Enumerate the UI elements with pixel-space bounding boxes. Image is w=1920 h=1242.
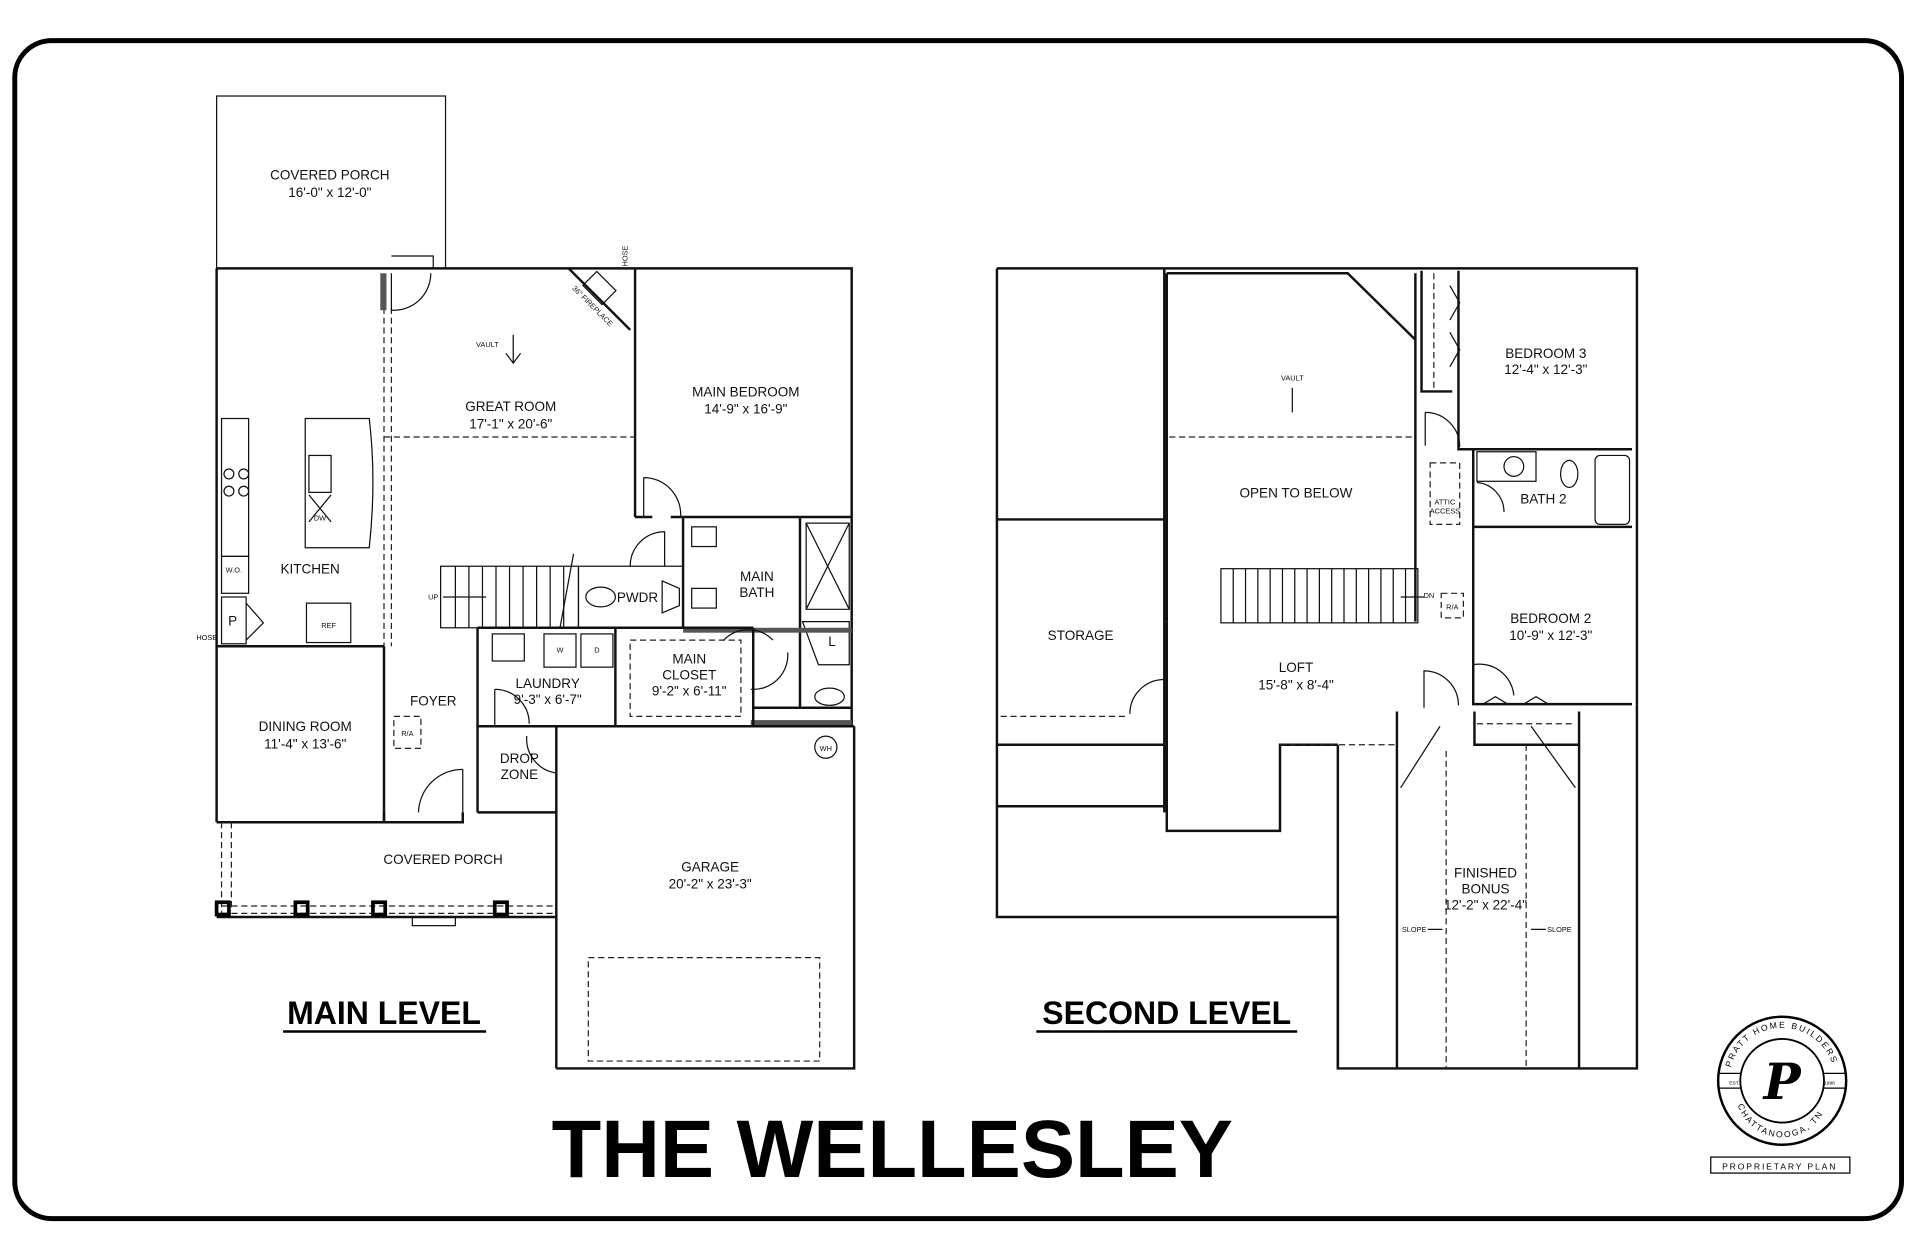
- plan-title: THE WELLESLEY: [552, 1104, 1233, 1195]
- room-size: 20'-2" x 23'-3": [669, 877, 752, 892]
- proprietary-plan-badge: PROPRIETARY PLAN: [1722, 1161, 1837, 1171]
- room-name: BONUS: [1462, 882, 1510, 897]
- main-level-heading: MAIN LEVEL: [287, 995, 481, 1031]
- second-level-heading: SECOND LEVEL: [1042, 995, 1291, 1031]
- room-size: 17'-1" x 20'-6": [469, 416, 552, 431]
- pantry-note: P: [228, 613, 237, 628]
- up-note: UP: [428, 592, 438, 601]
- logo-est: EST.: [1729, 1080, 1739, 1086]
- room-name: OPEN TO BELOW: [1240, 485, 1353, 500]
- room-size: 11'-4" x 13'-6": [264, 736, 346, 751]
- room-name: BEDROOM 3: [1505, 346, 1586, 361]
- room-name: STORAGE: [1048, 628, 1114, 643]
- porch-post: [371, 900, 388, 917]
- attic-note: ACCESS: [1430, 506, 1460, 515]
- room-name: DROP: [500, 751, 539, 766]
- logo-year: 1998: [1824, 1080, 1835, 1086]
- water-heater-note: WH: [820, 744, 832, 753]
- vault-note: VAULT: [476, 340, 499, 349]
- room-name: BATH 2: [1520, 491, 1566, 506]
- room-name: MAIN: [672, 651, 706, 666]
- room-name: MAIN: [740, 569, 774, 584]
- wo-note: W.O.: [226, 565, 242, 574]
- attic-note: ATTIC: [1435, 498, 1456, 507]
- room-name: LOFT: [1279, 660, 1314, 675]
- porch-post: [214, 900, 231, 917]
- ra-note: R/A: [401, 729, 413, 738]
- slope-note: SLOPE: [1402, 925, 1427, 934]
- builder-logo: PRATT HOME BUILDERS CHATTANOOGA, TN EST.…: [1710, 1015, 1851, 1174]
- linen-note: L: [828, 634, 836, 649]
- room-name: COVERED PORCH: [270, 168, 389, 183]
- room-size: 16'-0" x 12'-0": [288, 185, 371, 200]
- room-name: GARAGE: [681, 859, 739, 874]
- dryer-note: D: [594, 645, 599, 654]
- room-name: LAUNDRY: [516, 676, 580, 691]
- room-size: 12'-4" x 12'-3": [1504, 362, 1587, 377]
- hose-note: HOSE: [621, 246, 630, 267]
- porch-post: [293, 900, 310, 917]
- room-name: COVERED PORCH: [383, 852, 502, 867]
- room-size: 14'-9" x 16'-9": [704, 402, 787, 417]
- room-name: FINISHED: [1454, 866, 1517, 881]
- room-size: 10'-9" x 12'-3": [1509, 628, 1592, 643]
- dw-note: DW: [314, 514, 326, 523]
- porch-post: [492, 900, 509, 917]
- room-size: 9'-2" x 6'-11": [652, 683, 727, 698]
- second-level-labels: OPEN TO BELOW BEDROOM 3 12'-4" x 12'-3" …: [1036, 346, 1593, 1033]
- fireplace-note: 36" FIREPLACE: [570, 284, 614, 329]
- room-size: 12'-2" x 22'-4": [1444, 898, 1527, 913]
- hose-note: HOSE: [196, 633, 217, 642]
- sheet-border: [12, 38, 1904, 1222]
- room-name: GREAT ROOM: [465, 399, 556, 414]
- vault-note: VAULT: [1281, 373, 1304, 382]
- ra-note: R/A: [1446, 602, 1458, 611]
- logo-letter: P: [1762, 1053, 1803, 1111]
- room-name: BEDROOM 2: [1510, 611, 1591, 626]
- ref-note: REF: [321, 621, 336, 630]
- room-name: ZONE: [501, 767, 539, 782]
- room-name: PWDR: [617, 590, 659, 605]
- washer-note: W: [557, 645, 564, 654]
- slope-note: SLOPE: [1547, 925, 1572, 934]
- room-size: 9'-3" x 6'-7": [514, 692, 582, 707]
- main-level-labels: COVERED PORCH 16'-0" x 12'-0" GREAT ROOM…: [196, 168, 836, 1033]
- room-name: CLOSET: [662, 667, 716, 682]
- room-name: MAIN BEDROOM: [692, 384, 799, 399]
- room-name: KITCHEN: [280, 562, 339, 577]
- main-level-plan: [214, 95, 856, 1070]
- room-name: FOYER: [410, 693, 457, 708]
- room-size: 15'-8" x 8'-4": [1258, 677, 1334, 692]
- dn-note: DN: [1424, 591, 1435, 600]
- second-level-plan: VAULT: [995, 267, 1639, 1070]
- room-name: BATH: [739, 585, 774, 600]
- room-name: DINING ROOM: [259, 719, 352, 734]
